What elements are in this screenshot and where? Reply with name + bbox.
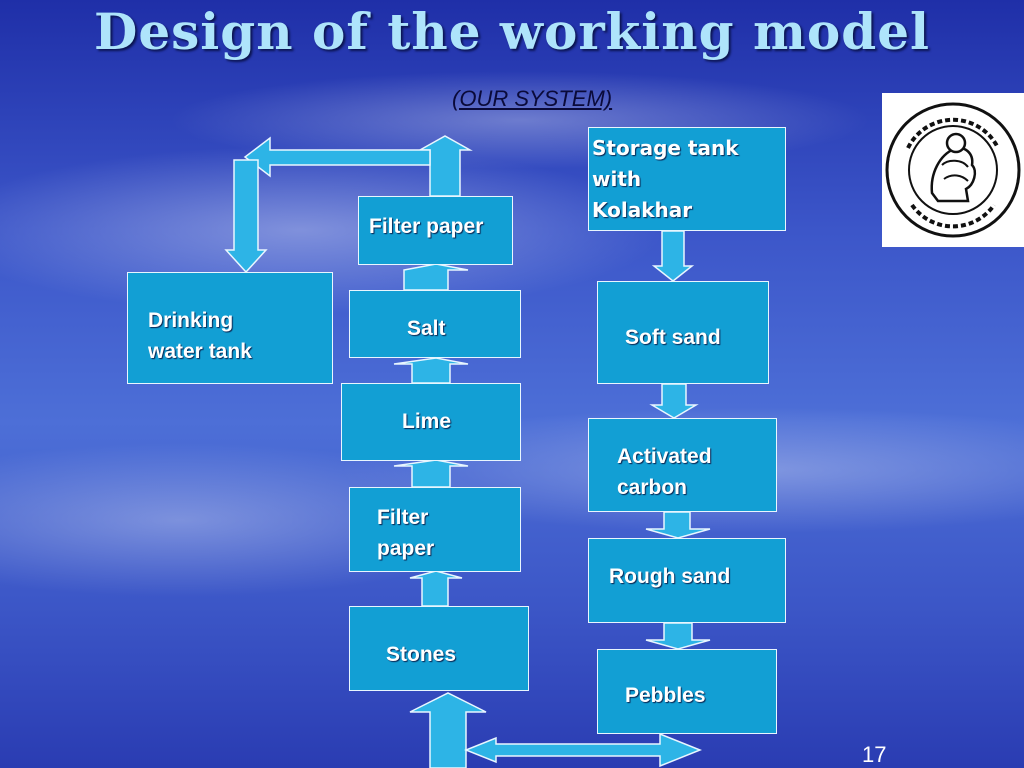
box-activated-carbon: Activated carbon: [588, 418, 777, 512]
box-label: Salt: [407, 317, 446, 340]
box-rough-sand: Rough sand: [588, 538, 786, 623]
box-filter-paper-bottom: Filter paper: [349, 487, 521, 572]
arrow-bottom-up: [409, 692, 487, 768]
school-logo: [882, 93, 1024, 247]
box-filter-paper-top: Filter paper: [358, 196, 513, 265]
box-soft-sand: Soft sand: [597, 281, 769, 384]
slide-subtitle: (OUR SYSTEM): [452, 86, 613, 111]
arrow-top-up: [417, 135, 473, 197]
box-salt: Salt: [349, 290, 521, 358]
box-label: Soft sand: [625, 326, 721, 349]
box-stones: Stones: [349, 606, 529, 691]
slide-title: Design of the working model: [93, 2, 931, 61]
box-label: Filter paper: [369, 215, 484, 238]
arrow-top-left: [243, 136, 431, 178]
arrow-salt-to-filter: [403, 263, 469, 291]
arrow-carbon-to-rough: [645, 511, 711, 539]
arrow-bottom-left: [463, 732, 703, 768]
arrow-rough-to-pebbles: [645, 622, 711, 650]
arrow-lime-to-salt: [393, 357, 469, 384]
box-label: Storage tank with Kolakhar: [592, 136, 739, 222]
box-label: Activated carbon: [617, 445, 712, 499]
box-label: Pebbles: [625, 684, 706, 707]
box-label: Lime: [402, 410, 452, 433]
box-drinking-water-tank: Drinking water tank: [127, 272, 333, 384]
seal-emblem-icon: [885, 102, 1021, 238]
arrow-down-to-tank: [224, 159, 268, 274]
box-storage-tank: Storage tank with Kolakhar: [588, 127, 786, 231]
arrow-filter-to-lime: [393, 459, 469, 488]
arrow-softsand-to-carbon: [649, 383, 699, 419]
box-label: Drinking water tank: [148, 309, 252, 363]
page-number: 17: [862, 742, 887, 767]
box-label: Stones: [386, 643, 457, 666]
box-lime: Lime: [341, 383, 521, 461]
box-pebbles: Pebbles: [597, 649, 777, 734]
arrow-tank-to-softsand: [651, 230, 695, 282]
arrow-stones-to-filter: [409, 570, 463, 607]
box-label: Filter paper: [377, 506, 435, 560]
box-label: Rough sand: [609, 565, 731, 588]
